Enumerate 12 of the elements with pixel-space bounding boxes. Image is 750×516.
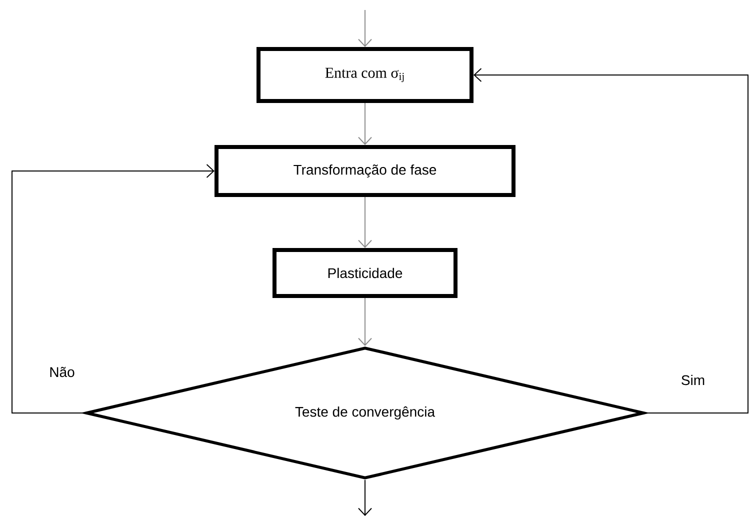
arrow (358, 10, 372, 47)
edge-label: Não (50, 366, 74, 378)
edge-label: Sim (682, 374, 704, 386)
process-box: Transformação de fase (214, 145, 516, 197)
arrow (358, 196, 372, 248)
arrow (12, 164, 214, 414)
arrow (358, 102, 372, 145)
process-box: Plasticidade (272, 248, 458, 298)
arrow (474, 68, 748, 414)
arrow (358, 479, 372, 516)
process-box: Entra com σ$_{ij}$ (256, 47, 474, 103)
arrow (358, 298, 372, 346)
